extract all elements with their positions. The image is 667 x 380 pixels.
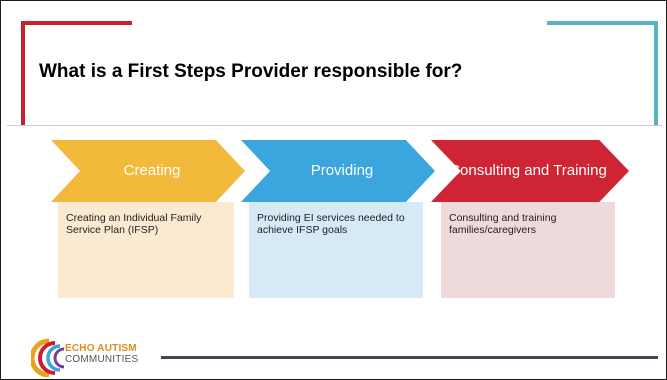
step-label: Consulting and Training (449, 162, 607, 179)
red-corner-accent-side (21, 21, 25, 125)
step-label: Creating (123, 162, 181, 179)
logo-text-communities: COMMUNITIES (65, 354, 139, 365)
step-chevron-consulting: Consulting and Training (431, 140, 629, 202)
step-chevron-creating: Creating (51, 140, 245, 202)
step-card-creating: Creating an Individual Family Service Pl… (58, 202, 234, 298)
logo-text-echo-autism: ECHO AUTISM (65, 343, 137, 354)
footer-divider (161, 356, 658, 359)
title-divider (7, 125, 662, 126)
step-label: Providing (310, 162, 374, 179)
teal-corner-accent-side (654, 21, 658, 125)
echo-autism-logo: ECHO AUTISM COMMUNITIES (31, 337, 166, 377)
step-card-consulting: Consulting and training families/caregiv… (441, 202, 615, 298)
red-corner-accent-top (21, 21, 132, 25)
step-card-providing: Providing EI services needed to achieve … (249, 202, 423, 298)
step-chevron-providing: Providing (241, 140, 435, 202)
slide-title: What is a First Steps Provider responsib… (39, 61, 463, 82)
teal-corner-accent-top (547, 21, 658, 25)
logo-arcs-icon (31, 338, 65, 377)
